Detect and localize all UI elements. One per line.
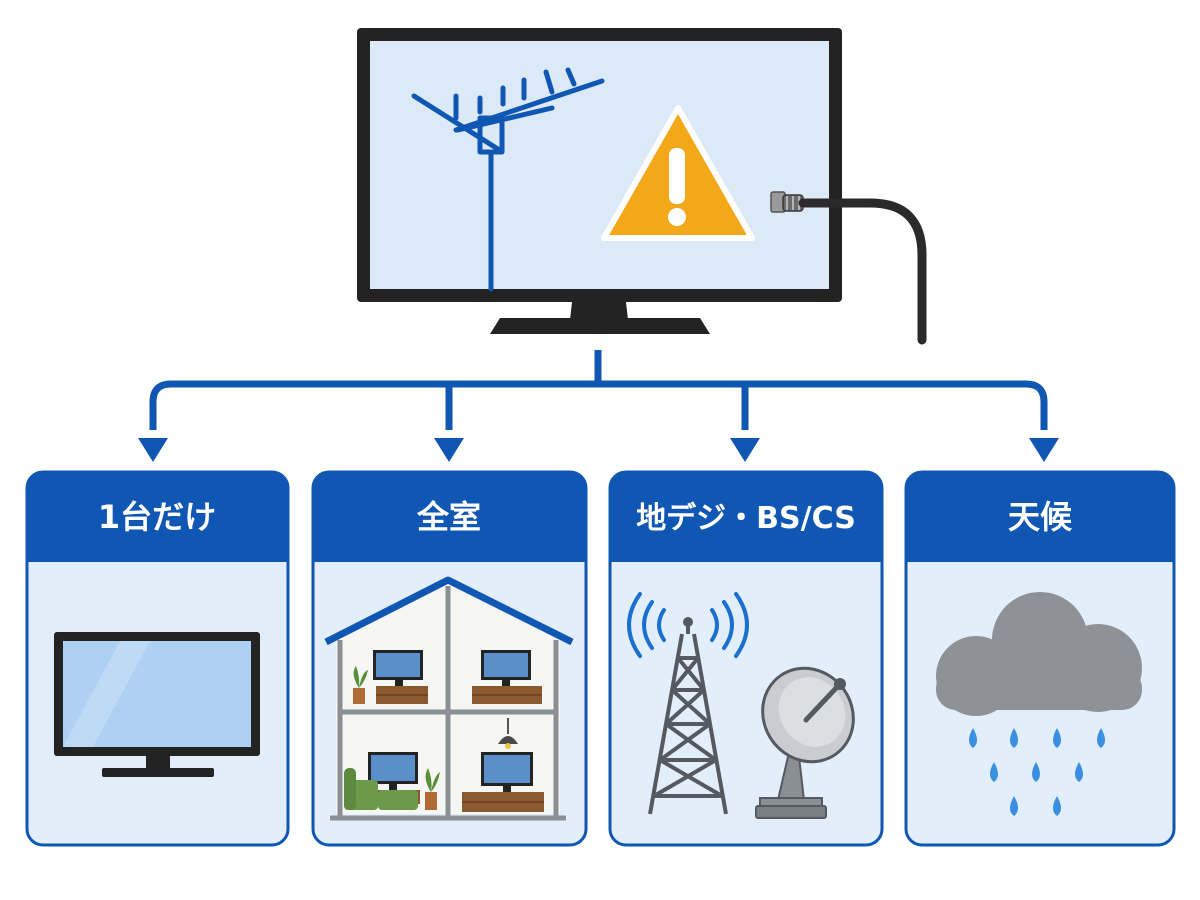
- house-rooms-icon: [324, 576, 574, 821]
- arrow-down-icon: [730, 438, 760, 462]
- arrow-down-icon: [138, 438, 168, 462]
- card-weather: 天候: [904, 470, 1176, 847]
- main-tv-icon: [357, 28, 842, 334]
- card-all-rooms: 全室: [311, 470, 588, 847]
- card-broadcast: 地デジ・BS/CS: [608, 470, 884, 847]
- rain-cloud-icon: [936, 592, 1142, 816]
- warning-icon: [601, 105, 755, 241]
- coaxial-cable-icon: [770, 191, 927, 345]
- uhf-antenna-icon: [411, 67, 605, 292]
- card-single-tv: 1台だけ: [25, 470, 290, 847]
- card-title: 1台だけ: [98, 498, 216, 536]
- arrow-down-icon: [434, 438, 464, 462]
- card-title: 地デジ・BS/CS: [636, 501, 856, 536]
- single-tv-icon: [54, 632, 260, 777]
- raindrops: [969, 728, 1105, 816]
- card-title: 天候: [1008, 498, 1073, 536]
- arrow-heads: [138, 438, 1059, 462]
- branch-connectors: [149, 350, 1048, 430]
- card-title: 全室: [416, 498, 481, 536]
- arrow-down-icon: [1029, 438, 1059, 462]
- tower-and-dish-icon: [627, 592, 855, 819]
